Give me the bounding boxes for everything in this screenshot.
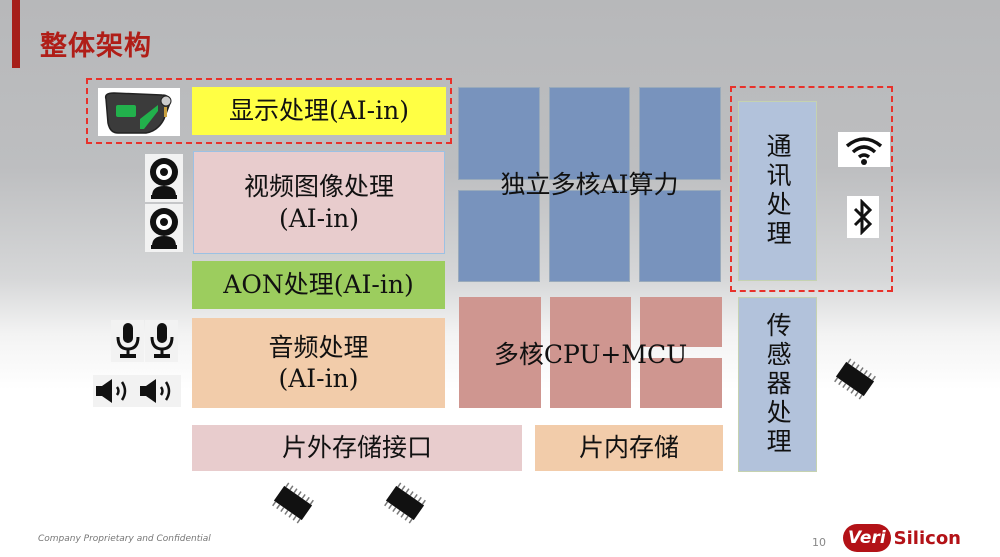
internal-storage-block: 片内存储 bbox=[535, 425, 723, 471]
cpu-core-block bbox=[550, 297, 631, 408]
audio-processing-sublabel: (AI-in) bbox=[278, 364, 359, 393]
external-storage-interface-block: 片外存储接口 bbox=[192, 425, 522, 471]
mcu-core-block bbox=[640, 358, 722, 408]
display-processing-block: 显示处理(AI-in) bbox=[192, 87, 446, 135]
aon-processing-block: AON处理(AI-in) bbox=[192, 261, 445, 309]
sensor-processing-label: 传感器处理 bbox=[763, 312, 793, 457]
smart-glass-device-icon bbox=[98, 88, 180, 136]
slide-title: 整体架构 bbox=[40, 31, 152, 62]
logo-silicon: Silicon bbox=[893, 527, 961, 549]
comm-group-dashed-outline bbox=[730, 86, 893, 292]
audio-processing-block: 音频处理 (AI-in) bbox=[192, 318, 445, 408]
wifi-icon bbox=[838, 132, 890, 167]
ai-core-block bbox=[458, 87, 540, 180]
display-processing-label: 显示处理(AI-in) bbox=[229, 96, 409, 126]
video-processing-label: 视频图像处理 bbox=[243, 172, 394, 202]
ai-core-block bbox=[549, 87, 630, 180]
logo-veri: Veri bbox=[843, 524, 891, 552]
speaker-icon bbox=[93, 375, 137, 407]
chip-icon bbox=[268, 482, 318, 524]
ai-core-block bbox=[639, 87, 721, 180]
webcam-icon bbox=[145, 204, 183, 252]
confidential-footer: Company Proprietary and Confidential bbox=[38, 534, 211, 544]
sensor-processing-block: 传感器处理 bbox=[738, 297, 817, 472]
video-processing-sublabel: (AI-in) bbox=[279, 203, 359, 233]
ai-core-block bbox=[639, 190, 721, 282]
ai-core-block bbox=[458, 190, 540, 282]
internal-storage-label: 片内存储 bbox=[578, 433, 679, 463]
video-image-processing-block: 视频图像处理 (AI-in) bbox=[193, 151, 445, 254]
external-storage-label: 片外存储接口 bbox=[281, 433, 432, 463]
communication-processing-block: 通讯处理 bbox=[738, 101, 817, 281]
chip-icon bbox=[380, 482, 430, 524]
communication-processing-label: 通讯处理 bbox=[763, 133, 793, 249]
audio-processing-label: 音频处理 bbox=[268, 332, 369, 362]
microphone-icon bbox=[145, 320, 178, 362]
speaker-icon bbox=[137, 375, 181, 407]
webcam-icon bbox=[145, 154, 183, 202]
mcu-core-block bbox=[640, 297, 722, 347]
ai-core-block bbox=[549, 190, 630, 282]
aon-processing-label: AON处理(AI-in) bbox=[223, 270, 414, 300]
bluetooth-icon bbox=[847, 196, 879, 238]
chip-icon bbox=[830, 358, 880, 400]
display-group-dashed-outline bbox=[86, 78, 452, 144]
cpu-core-block bbox=[459, 297, 541, 408]
verisilicon-logo: Veri Silicon bbox=[843, 522, 961, 554]
microphone-icon bbox=[111, 320, 144, 362]
title-accent-bar bbox=[12, 0, 20, 68]
page-number: 10 bbox=[812, 536, 826, 549]
